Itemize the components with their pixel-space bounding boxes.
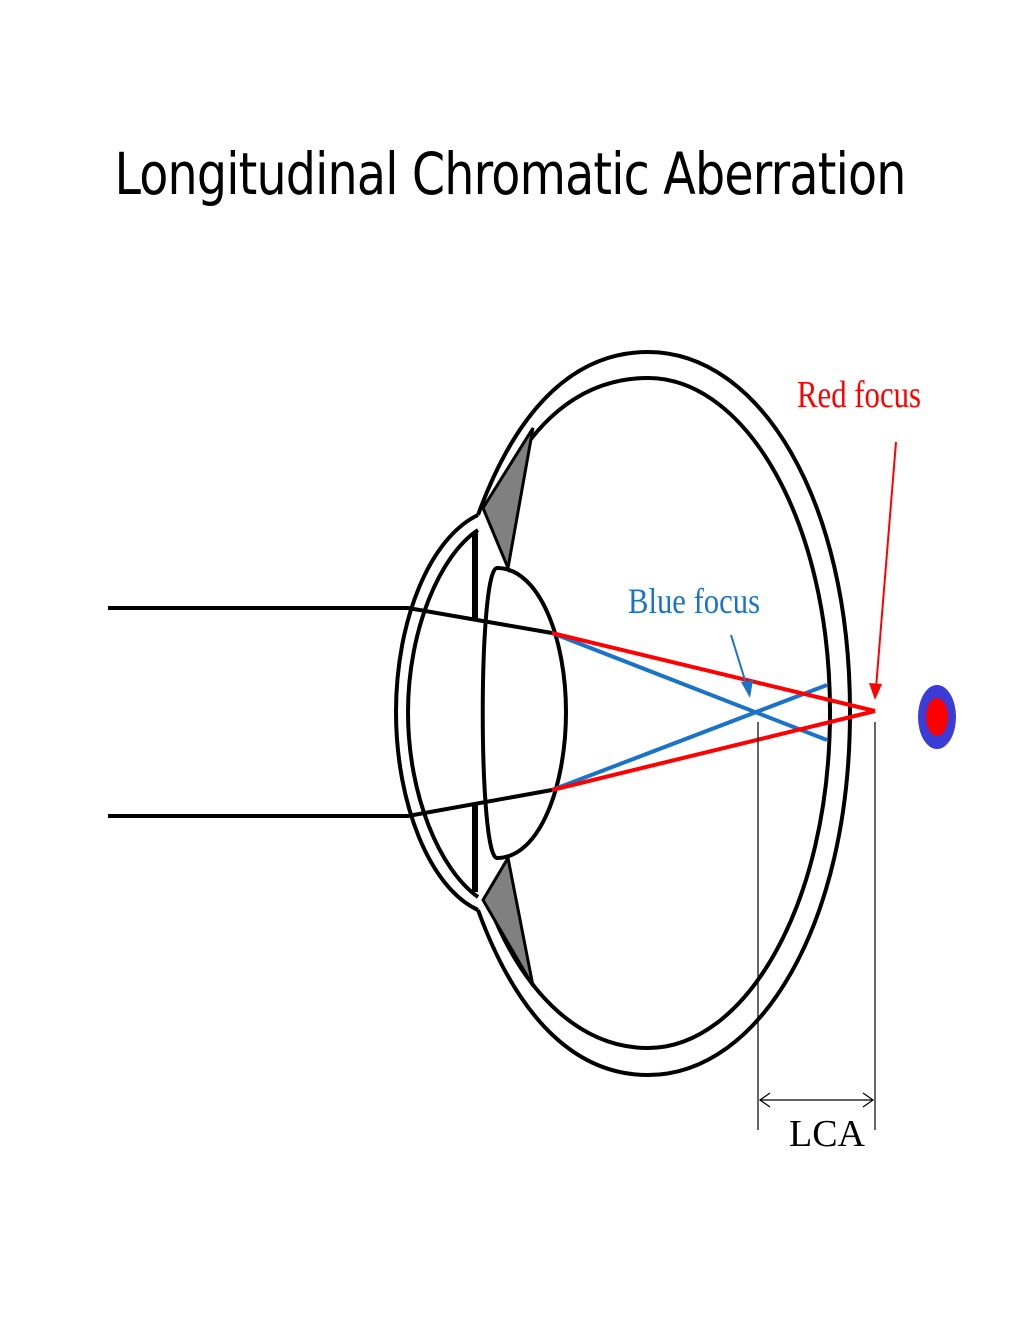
red-ray-bottom — [551, 709, 876, 792]
blue-focus-pointer — [730, 634, 749, 691]
slide-title: Longitudinal Chromatic Aberration — [114, 140, 906, 208]
sclera-outer — [476, 349, 853, 1078]
incoming-ray-bottom — [108, 788, 553, 818]
red-focus-label: Red focus — [797, 374, 921, 416]
cornea-inner — [405, 528, 480, 899]
lca-label: LCA — [789, 1113, 866, 1155]
red-ray-top — [551, 631, 876, 713]
blue-ray-bottom — [551, 683, 828, 792]
lower-iris — [481, 853, 535, 987]
lens — [480, 565, 569, 861]
incoming-ray-top — [108, 606, 553, 635]
cornea-outer — [393, 513, 479, 912]
eyeball — [393, 349, 853, 1078]
red-focus-arrowhead — [869, 683, 882, 700]
upper-iris — [481, 427, 535, 574]
target-dot-inner — [926, 698, 948, 736]
lca-arrow-left — [758, 1092, 771, 1108]
blue-focus-arrowhead — [741, 680, 753, 698]
red-focus-pointer — [875, 441, 897, 689]
blue-ray-top — [551, 631, 828, 742]
lca-arrow-right — [862, 1092, 875, 1108]
sclera-inner — [486, 375, 833, 1051]
blue-focus-label: Blue focus — [628, 581, 760, 621]
